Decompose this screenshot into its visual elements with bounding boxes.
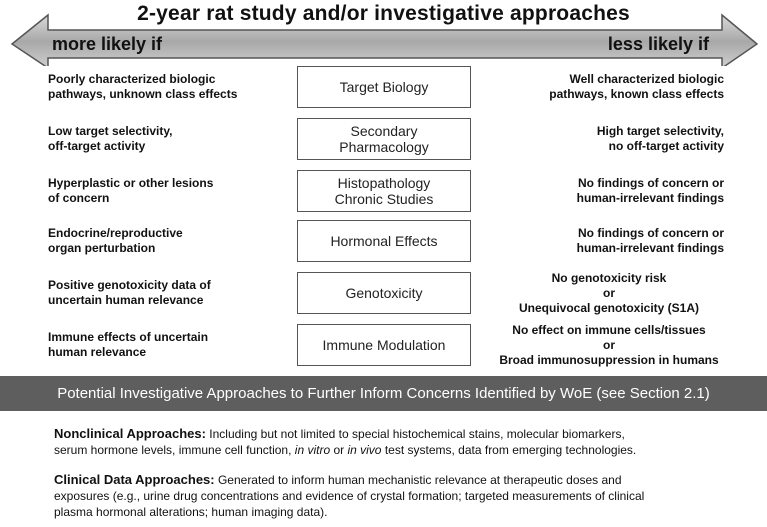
- nonclinical-heading: Nonclinical Approaches:: [54, 426, 206, 441]
- diagram-title: 2-year rat study and/or investigative ap…: [137, 2, 630, 25]
- more-likely-criterion: Low target selectivity,off-target activi…: [48, 124, 173, 153]
- double-arrow-shape: [10, 13, 759, 66]
- category-box-genotoxicity: Genotoxicity: [297, 272, 471, 314]
- clinical-data-approaches-paragraph: Clinical Data Approaches: Generated to i…: [54, 472, 645, 519]
- nonclinical-approaches-paragraph: Nonclinical Approaches: Including but no…: [54, 426, 637, 457]
- clinical-heading: Clinical Data Approaches:: [54, 472, 215, 487]
- investigative-approaches-banner: Potential Investigative Approaches to Fu…: [0, 376, 767, 411]
- category-box-target-biology: Target Biology: [297, 66, 471, 108]
- category-box-immune-modulation: Immune Modulation: [297, 324, 471, 366]
- less-likely-label: less likely if: [607, 34, 709, 54]
- less-likely-criterion: High target selectivity,no off-target ac…: [596, 124, 724, 153]
- criteria-row-secondary-pharmacology: Low target selectivity,off-target activi…: [0, 118, 767, 162]
- category-box-hormonal-effects: Hormonal Effects: [297, 220, 471, 262]
- double-arrow: [10, 13, 759, 66]
- more-likely-label: more likely if: [52, 34, 163, 54]
